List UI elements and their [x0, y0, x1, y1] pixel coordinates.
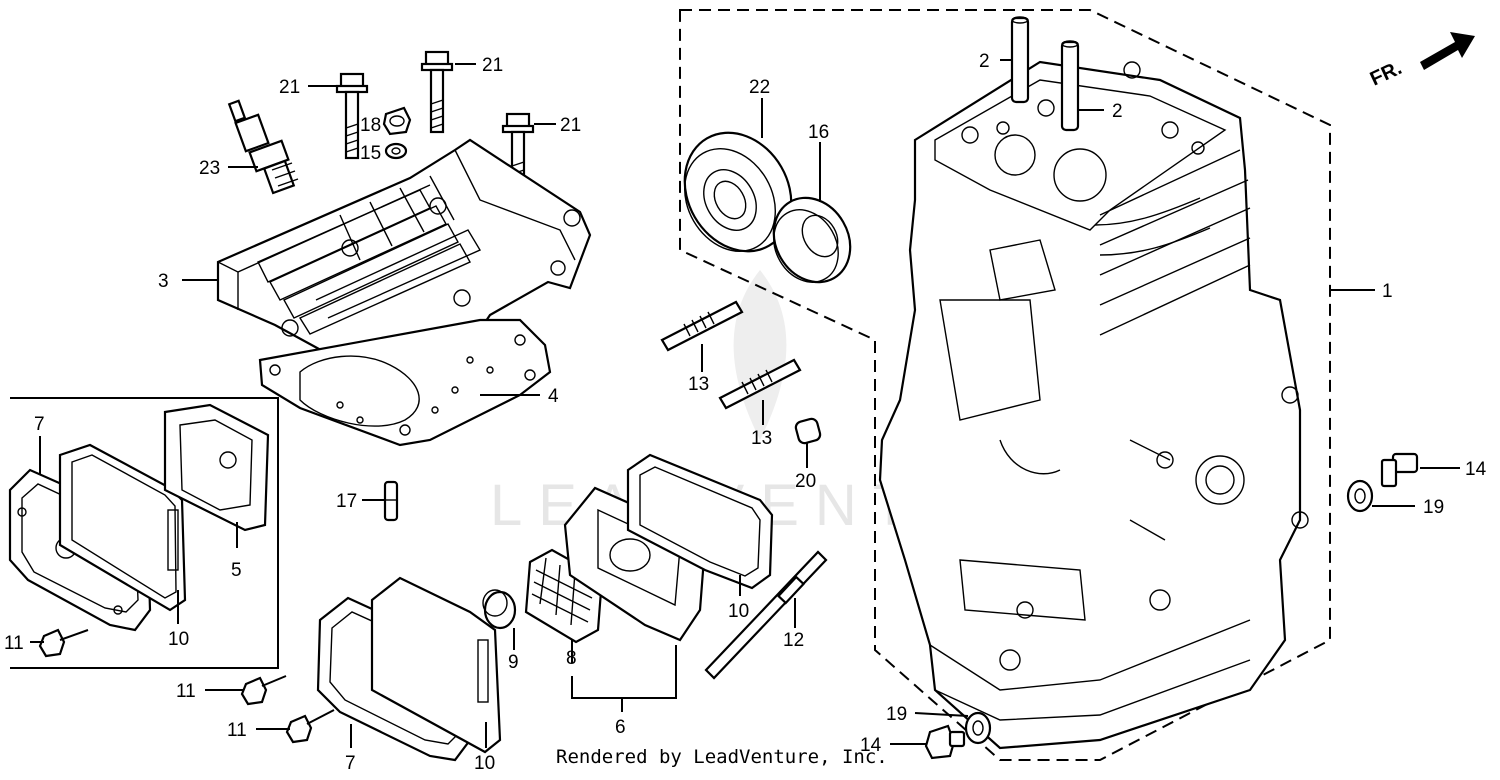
callout-7: 7 [345, 753, 356, 774]
callout-5: 5 [231, 560, 242, 581]
callout-15: 15 [360, 143, 381, 164]
cap-nut [382, 106, 412, 136]
long-stud-bolt [704, 550, 828, 680]
front-direction-indicator: FR. [1367, 32, 1475, 91]
breather-plate [163, 403, 270, 532]
drain-washer [964, 711, 992, 745]
callout-10: 10 [728, 601, 749, 622]
callout-2: 2 [1112, 101, 1123, 122]
drain-bolt [1380, 452, 1419, 488]
stud-bolt [718, 358, 802, 410]
callout-19: 19 [1423, 497, 1444, 518]
callout-10: 10 [474, 753, 495, 774]
drain-bolt [924, 724, 966, 760]
dowel-pin [383, 480, 399, 522]
callout-11: 11 [176, 681, 196, 702]
spark-plug [227, 99, 299, 195]
callout-2: 2 [979, 51, 990, 72]
oil-seal [772, 196, 852, 284]
dowel-pin-small [794, 417, 822, 445]
credit-line: Rendered by LeadVenture, Inc. [556, 746, 888, 768]
breather-cover-gasket [58, 443, 187, 612]
flange-bolt-small [38, 628, 89, 658]
callout-22: 22 [749, 77, 770, 98]
callout-17: 17 [336, 491, 357, 512]
ball-bearing [683, 131, 793, 253]
callout-13: 13 [688, 374, 709, 395]
callout-14: 14 [860, 735, 882, 756]
callout-12: 12 [783, 630, 804, 651]
flange-bolt [335, 72, 369, 160]
callout-6: 6 [615, 717, 626, 738]
callout-14: 14 [1465, 459, 1487, 480]
breather-cover-gasket-lower [370, 576, 502, 754]
breather-housing-gasket [626, 453, 774, 590]
callout-11: 11 [4, 633, 24, 654]
flange-bolt-small [240, 675, 287, 706]
callout-7: 7 [34, 414, 45, 435]
callout-18: 18 [360, 115, 381, 136]
stud-bolt [660, 300, 744, 352]
dowel-pin-long [1010, 16, 1030, 104]
callout-1: 1 [1382, 281, 1393, 302]
callout-21: 21 [560, 115, 581, 136]
drain-washer [1346, 479, 1374, 513]
cylinder-block [878, 60, 1309, 750]
guide-collar [482, 589, 517, 630]
callout-19: 19 [886, 704, 907, 725]
dowel-pin-long [1060, 40, 1080, 132]
callout-16: 16 [808, 122, 829, 143]
flange-bolt-small [285, 709, 335, 744]
callout-21: 21 [279, 77, 300, 98]
flange-bolt [420, 50, 454, 134]
callout-9: 9 [508, 652, 519, 673]
callout-3: 3 [158, 271, 169, 292]
front-direction-label: FR. [1367, 57, 1405, 91]
breather-group-bracket [10, 397, 279, 669]
leader-lines [30, 59, 1460, 748]
washer [384, 142, 408, 160]
callout-23: 23 [199, 158, 220, 179]
cylinder-block-boundary [679, 9, 1331, 761]
callout-4: 4 [548, 386, 559, 407]
callout-labels: 1 2 2 3 4 5 6 7 7 8 9 10 10 10 11 11 11 … [4, 51, 1487, 774]
callout-13: 13 [751, 428, 772, 449]
callout-10: 10 [168, 629, 189, 650]
callout-21: 21 [482, 55, 503, 76]
callout-20: 20 [795, 471, 816, 492]
callout-8: 8 [566, 648, 577, 669]
cylinder-head [216, 138, 592, 387]
callout-11: 11 [227, 720, 247, 741]
